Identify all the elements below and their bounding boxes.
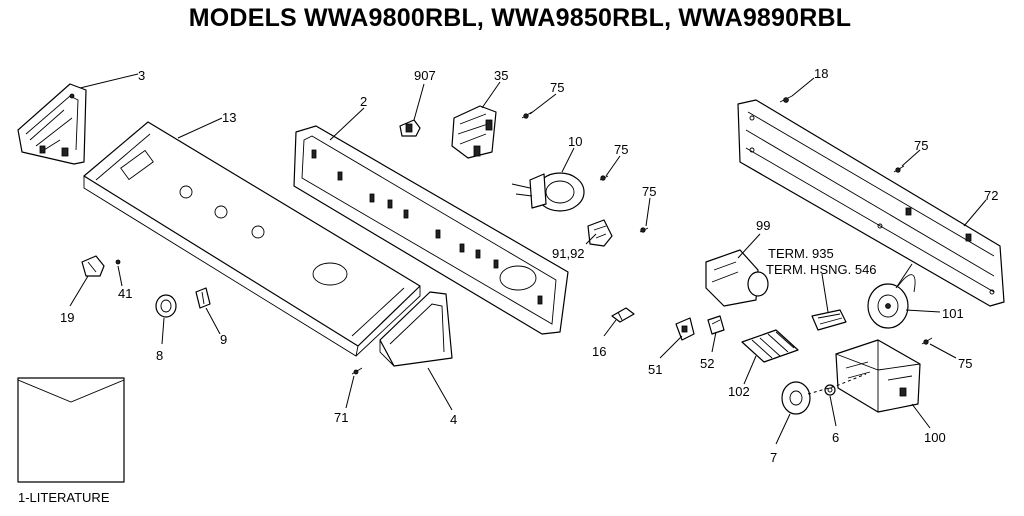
callout-75-a: 75 [550,80,564,95]
part-35-switch [451,105,497,159]
literature-envelope-icon [17,377,125,483]
part-102-connector [741,329,799,363]
part-3-end-cap [17,83,87,165]
callout-51: 51 [648,362,662,377]
callout-2: 2 [360,94,367,109]
callout-41: 41 [118,286,132,301]
part-907-clip [399,119,421,137]
assembly-axis [807,373,867,395]
screw-18 [779,95,793,103]
part-72-rear-panel [737,99,1005,307]
callout-labels: 3 13 907 35 2 75 10 75 75 91,92 16 19 41… [18,66,998,505]
callout-907: 907 [414,68,436,83]
part-13-control-panel [83,121,421,357]
part-19-knob [81,255,105,277]
callout-71: 71 [334,410,348,425]
callout-52: 52 [700,356,714,371]
callout-35: 35 [494,68,508,83]
part-100-timer [835,339,921,413]
callout-75-d: 75 [914,138,928,153]
callout-18: 18 [814,66,828,81]
callout-101: 101 [942,306,964,321]
part-7-timer-knob [781,381,811,415]
callout-102: 102 [728,384,750,399]
callout-10: 10 [568,134,582,149]
callout-100: 100 [924,430,946,445]
part-101-motor [867,274,916,329]
callout-99: 99 [756,218,770,233]
callout-term-hsng-546: TERM. HSNG. 546 [766,262,877,277]
callout-3: 3 [138,68,145,83]
part-2-console-frame [293,125,569,335]
part-41-spring [115,259,121,265]
callout-91-92: 91,92 [552,246,585,261]
callout-19: 19 [60,310,74,325]
callout-75-e: 75 [958,356,972,371]
part-16-screw [611,307,635,323]
callout-4: 4 [450,412,457,427]
screw-75-group [521,111,649,233]
screw-75-right [921,337,933,345]
part-4-end-cap [379,291,453,367]
part-9-clip [195,287,211,309]
literature-label: 1-LITERATURE [18,490,110,505]
part-99-timer-motor [705,249,769,307]
callout-7: 7 [770,450,777,465]
part-91-92-switch [587,219,613,247]
part-51-clip [675,317,695,341]
callout-75-b: 75 [614,142,628,157]
part-546-terminal-housing [811,309,847,331]
callout-8: 8 [156,348,163,363]
diagram-title: MODELS WWA9800RBL, WWA9850RBL, WWA9890RB… [188,4,852,32]
callout-13: 13 [222,110,236,125]
callout-term-935: TERM. 935 [768,246,834,261]
screw-75-rear [893,165,905,173]
screw-71 [351,367,363,375]
leader-lines [69,73,987,445]
callout-72: 72 [984,188,998,203]
callout-75-c: 75 [642,184,656,199]
part-10-pressure-switch [511,172,585,212]
callout-6: 6 [832,430,839,445]
part-8-knob [155,294,177,318]
callout-16: 16 [592,344,606,359]
callout-9: 9 [220,332,227,347]
part-52-clip [707,315,725,335]
